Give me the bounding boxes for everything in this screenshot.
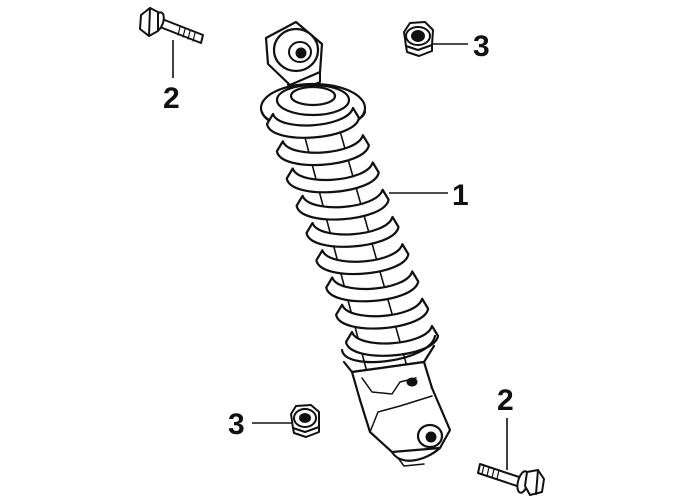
leader-lines — [172, 40, 508, 470]
nut-bottom — [290, 404, 320, 438]
spring-coil — [325, 270, 420, 303]
callout-3-top: 3 — [473, 30, 490, 63]
shock-absorber — [259, 20, 452, 467]
callout-2-top: 2 — [163, 82, 180, 115]
callout-1: 1 — [452, 179, 469, 212]
spring-coil — [275, 134, 370, 167]
spring-coil — [335, 297, 430, 330]
spring-coil — [315, 243, 410, 276]
top-eye-mount — [264, 20, 324, 95]
spring-coil — [344, 324, 440, 357]
spring-coil — [295, 188, 390, 221]
spring-coil — [285, 161, 380, 194]
spring-coil — [265, 106, 361, 139]
spring-coil — [305, 215, 400, 248]
callout-2-bottom: 2 — [497, 384, 514, 417]
callout-3-bottom: 3 — [228, 408, 245, 441]
nut-top — [403, 21, 434, 57]
coil-spring — [265, 106, 440, 357]
lower-clevis-mount — [350, 360, 452, 467]
bolt-top — [139, 7, 204, 44]
bolt-bottom — [477, 463, 545, 496]
